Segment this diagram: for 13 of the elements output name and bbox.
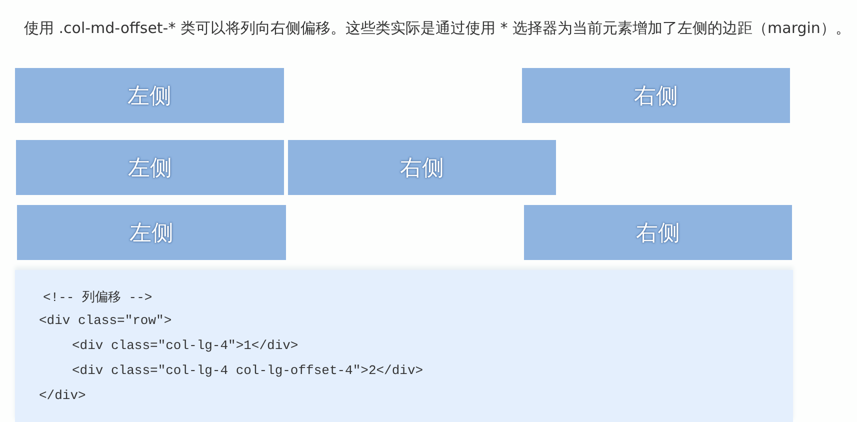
column-box: 右侧 <box>522 68 790 123</box>
code-panel <box>15 270 793 422</box>
code-line: <div class="row"> <box>39 313 172 328</box>
column-box: 左侧 <box>15 68 284 123</box>
column-box: 右侧 <box>288 140 556 195</box>
column-box: 左侧 <box>17 205 286 260</box>
code-line: <!-- 列偏移 --> <box>43 289 152 306</box>
code-line: <div class="col-lg-4">1</div> <box>72 338 298 353</box>
code-line: <div class="col-lg-4 col-lg-offset-4">2</div> <box>72 363 424 378</box>
column-box: 左侧 <box>16 140 284 195</box>
column-box: 右侧 <box>524 205 792 260</box>
description-text: 使用 .col-md-offset-* 类可以将列向右侧偏移。这些类实际是通过使用 * 选择器为当前元素增加了左侧的边距（margin）。 <box>24 19 850 38</box>
code-line: </div> <box>39 388 86 403</box>
